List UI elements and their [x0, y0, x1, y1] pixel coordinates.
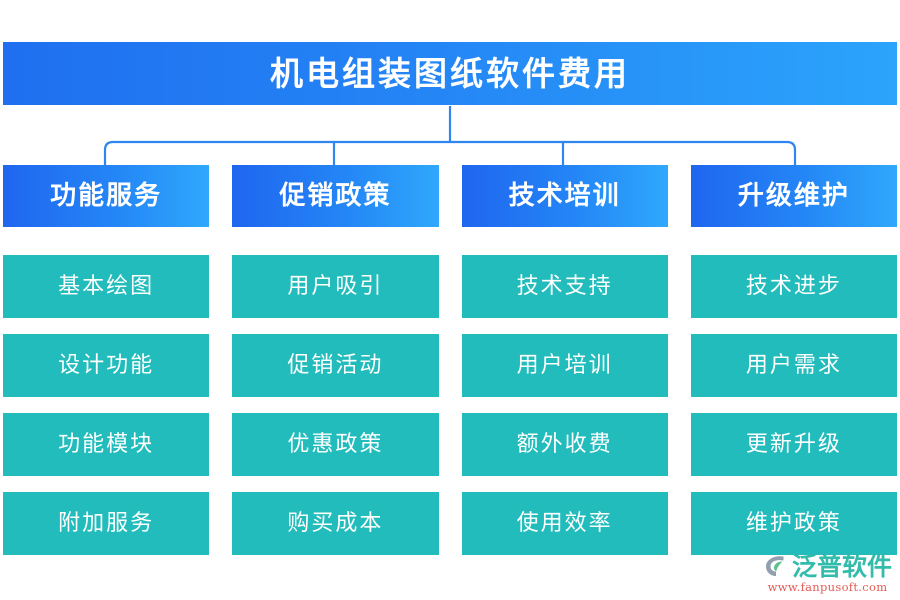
column-2-cell-4[interactable]: 购买成本: [232, 492, 439, 555]
column-4-cell-3[interactable]: 更新升级: [690, 413, 897, 476]
cell-label: 维护政策: [745, 510, 842, 536]
column-2-cell-1[interactable]: 用户吸引: [232, 255, 439, 318]
logo-row: 泛普软件: [763, 553, 892, 579]
column-4-cell-2[interactable]: 用户需求: [690, 334, 897, 397]
column-4-cell-1[interactable]: 技术进步: [690, 255, 897, 318]
cell-label: 促销活动: [287, 352, 384, 378]
leaf-swirl-icon: [765, 556, 784, 576]
column-cuxiaozhengce: 促销政策 用户吸引 促销活动 优惠政策 购买成本: [232, 165, 439, 555]
column-3-cell-1[interactable]: 技术支持: [461, 255, 668, 318]
page-title: 机电组装图纸软件费用: [270, 54, 630, 93]
cell-label: 基本绘图: [58, 273, 155, 299]
cell-label: 用户吸引: [287, 273, 384, 299]
column-1-cell-4[interactable]: 附加服务: [3, 492, 210, 555]
column-header-label: 技术培训: [508, 181, 621, 211]
column-3-cell-4[interactable]: 使用效率: [461, 492, 668, 555]
logo-url-text: www.fanpusoft.com: [767, 580, 888, 594]
column-header-4[interactable]: 升级维护: [690, 165, 897, 227]
connector-lines: [103, 106, 797, 165]
column-3-cell-2[interactable]: 用户培训: [461, 334, 668, 397]
column-gongnengfuwu: 功能服务 基本绘图 设计功能 功能模块 附加服务: [3, 165, 210, 555]
column-1-cell-3[interactable]: 功能模块: [3, 413, 210, 476]
column-jishupeixun: 技术培训 技术支持 用户培训 额外收费 使用效率: [461, 165, 668, 555]
column-1-cell-1[interactable]: 基本绘图: [3, 255, 210, 318]
diagram-title-bar: 机电组装图纸软件费用: [3, 42, 897, 105]
column-shengjiweihu: 升级维护 技术进步 用户需求 更新升级 维护政策: [690, 165, 897, 555]
cell-label: 购买成本: [287, 510, 384, 536]
column-3-cell-3[interactable]: 额外收费: [461, 413, 668, 476]
column-header-1[interactable]: 功能服务: [3, 165, 210, 227]
cell-label: 附加服务: [58, 510, 155, 536]
cell-label: 优惠政策: [287, 431, 384, 457]
cell-label: 用户需求: [745, 352, 842, 378]
cell-label: 技术支持: [516, 273, 613, 299]
cell-label: 更新升级: [745, 431, 842, 457]
column-header-2[interactable]: 促销政策: [232, 165, 439, 227]
column-header-label: 促销政策: [279, 181, 392, 211]
columns-container: 功能服务 基本绘图 设计功能 功能模块 附加服务 促销政策 用户吸引: [3, 165, 897, 555]
cell-label: 使用效率: [516, 510, 613, 536]
cell-label: 设计功能: [58, 352, 155, 378]
cell-label: 功能模块: [58, 431, 155, 457]
watermark-logo: 泛普软件 www.fanpusoft.com: [763, 553, 892, 594]
cell-label: 用户培训: [516, 352, 613, 378]
column-1-cell-2[interactable]: 设计功能: [3, 334, 210, 397]
column-header-label: 升级维护: [737, 181, 850, 211]
cell-label: 技术进步: [745, 273, 842, 299]
column-header-3[interactable]: 技术培训: [461, 165, 668, 227]
cell-label: 额外收费: [516, 431, 613, 457]
column-2-cell-3[interactable]: 优惠政策: [232, 413, 439, 476]
column-4-cell-4[interactable]: 维护政策: [690, 492, 897, 555]
column-2-cell-2[interactable]: 促销活动: [232, 334, 439, 397]
logo-brand-text: 泛普软件: [791, 551, 892, 581]
column-header-label: 功能服务: [50, 181, 163, 211]
